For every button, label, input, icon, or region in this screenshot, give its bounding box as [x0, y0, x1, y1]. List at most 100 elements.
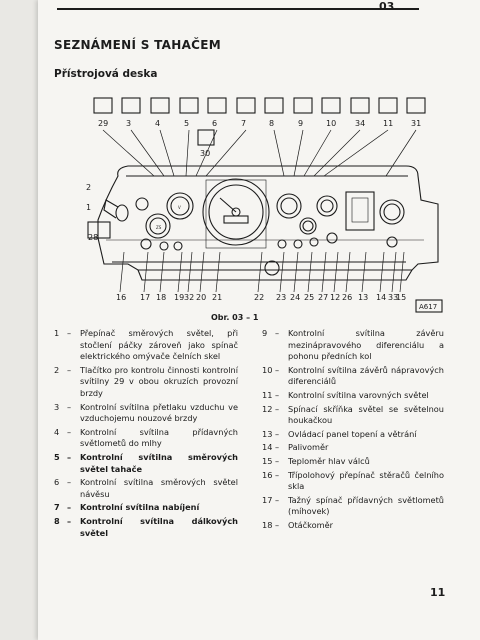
left-callout-label: 1 [86, 203, 91, 212]
bottom-callout-label: 32 [184, 293, 194, 302]
bottom-callout-label: 23 [276, 293, 286, 302]
legend-item: 17–Tažný spínač přídavných světlometů (m… [262, 495, 444, 518]
legend-item-text: Kontrolní svítilna nabíjení [80, 502, 200, 513]
legend-item: 7–Kontrolní svítilna nabíjení [54, 502, 238, 514]
legend-item-number: 15 [262, 455, 273, 466]
legend-item-number: 1 [54, 328, 60, 338]
legend-item-dash: – [275, 519, 280, 530]
legend-item-text: Kontrolní svítilna závěrů nápravových di… [288, 364, 444, 387]
top-callout-label: 6 [212, 119, 217, 128]
legend-item: 1–Přepínač směrových světel, při stočlen… [54, 328, 238, 363]
legend-list-left: 1–Přepínač směrových světel, při stočlen… [54, 328, 238, 541]
legend-item-dash: – [67, 364, 72, 375]
legend-item-dash: – [67, 451, 72, 462]
header-rule [57, 8, 419, 10]
gauge-label-v: V [178, 205, 181, 210]
legend-item-dash: – [67, 477, 72, 488]
legend-item-text: Otáčkoměr [288, 519, 334, 530]
bottom-callout-label: 16 [116, 293, 126, 302]
bottom-callout-label: 21 [212, 293, 222, 302]
legend-item: 4–Kontrolní svítilna přídavných světlome… [54, 427, 238, 450]
indicator-symbol-box [93, 97, 113, 114]
bottom-callout-label: 22 [254, 293, 264, 302]
legend-item: 5–Kontrolní svítilna směrových světel ta… [54, 452, 238, 475]
legend-item-number: 2 [54, 364, 60, 375]
indicator-symbol-box [406, 97, 426, 114]
legend-item: 14–Palivoměr [262, 442, 444, 454]
legend-item-dash: – [275, 428, 280, 439]
legend-item-text: Palivoměr [288, 442, 329, 453]
top-callout-label: 10 [326, 119, 336, 128]
legend-item: 12–Spínací skříňka světel se světelnou h… [262, 404, 444, 427]
left-callout-label: 28 [88, 233, 98, 242]
left-callout-label: 2 [86, 183, 91, 192]
bottom-callout-label: 26 [342, 293, 352, 302]
indicator-symbol-box [236, 97, 256, 114]
legend-item-number: 5 [54, 451, 60, 462]
indicator-symbol-box [321, 97, 341, 114]
subsection-heading: Přístrojová deska [54, 68, 158, 80]
legend-item-dash: – [67, 515, 72, 526]
legend-item-number: 13 [262, 428, 273, 439]
indicator-symbol-box [121, 97, 141, 114]
legend-item-number: 9 [262, 328, 268, 338]
chapter-number: 03 [379, 0, 395, 13]
legend-item-number: 16 [262, 469, 273, 480]
top-callout-label: 29 [98, 119, 108, 128]
callout-label-30: 30 [200, 149, 210, 158]
legend-item: 18–Otáčkoměr [262, 520, 444, 532]
legend-item-dash: – [67, 401, 72, 412]
legend-item-text: Tažný spínač přídavných světlometů (mího… [288, 494, 444, 517]
legend-item: 8–Kontrolní svítilna dálkových světel [54, 516, 238, 539]
legend-item-text: Kontrolní svítilna směrových světel taha… [80, 451, 238, 474]
legend-item-dash: – [275, 442, 280, 453]
legend-item: 9–Kontrolní svítilna závěru mezinápravov… [262, 328, 444, 363]
legend-item-dash: – [275, 328, 280, 338]
bottom-callout-label: 24 [290, 293, 300, 302]
figure-code: A617 [419, 303, 437, 311]
legend-item-dash: – [275, 455, 280, 466]
legend-item-number: 6 [54, 477, 60, 488]
legend-item-dash: – [275, 364, 280, 375]
bottom-callout-label: 12 [330, 293, 340, 302]
indicator-symbol-box [350, 97, 370, 114]
bottom-callout-label: 33 [388, 293, 398, 302]
legend-item-text: Kontrolní svítilna přídavných světlometů… [80, 426, 238, 449]
legend-item-text: Ovládací panel topení a větrání [288, 428, 417, 439]
legend-item: 2–Tlačítko pro kontrolu činnosti kontrol… [54, 365, 238, 400]
top-callout-label: 31 [411, 119, 421, 128]
top-callout-label: 4 [155, 119, 160, 128]
legend-item-number: 10 [262, 364, 273, 375]
bottom-callout-label: 17 [140, 293, 150, 302]
legend-item-number: 3 [54, 401, 60, 412]
top-callout-label: 11 [383, 119, 393, 128]
legend-item-dash: – [67, 426, 72, 437]
legend-item-text: Kontrolní svítilna směrových světel návě… [80, 477, 238, 499]
top-callout-label: 7 [241, 119, 246, 128]
indicator-symbol-box [378, 97, 398, 114]
section-heading: SEZNÁMENÍ S TAHAČEM [54, 38, 222, 52]
top-callout-label: 5 [184, 119, 189, 128]
bottom-callout-label: 18 [156, 293, 166, 302]
bottom-callout-label: 27 [318, 293, 328, 302]
top-callout-label: 9 [298, 119, 303, 128]
indicator-symbol-box [207, 97, 227, 114]
top-callout-label: 34 [355, 119, 365, 128]
legend-item: 10–Kontrolní svítilna závěrů nápravových… [262, 365, 444, 388]
legend-item-text: Kontrolní svítilna dálkových světel [80, 515, 238, 538]
top-callout-label: 8 [269, 119, 274, 128]
gauge-label-zs: ZS [156, 225, 162, 230]
legend-item-number: 18 [262, 519, 273, 530]
indicator-symbol-box [264, 97, 284, 114]
legend-item-text: Kontrolní svítilna varovných světel [288, 389, 429, 400]
legend-item-text: Třípolohový přepínač stěračů čelního skl… [288, 469, 444, 492]
legend-item-dash: – [275, 403, 280, 414]
bottom-callout-label: 25 [304, 293, 314, 302]
legend-item-dash: – [67, 502, 72, 513]
top-callout-label: 3 [126, 119, 131, 128]
bottom-callout-label: 20 [196, 293, 206, 302]
figure-caption: Obr. 03 – 1 [211, 313, 259, 322]
legend-list-right: 9–Kontrolní svítilna závěru mezinápravov… [262, 328, 444, 534]
legend-item-number: 17 [262, 494, 273, 505]
